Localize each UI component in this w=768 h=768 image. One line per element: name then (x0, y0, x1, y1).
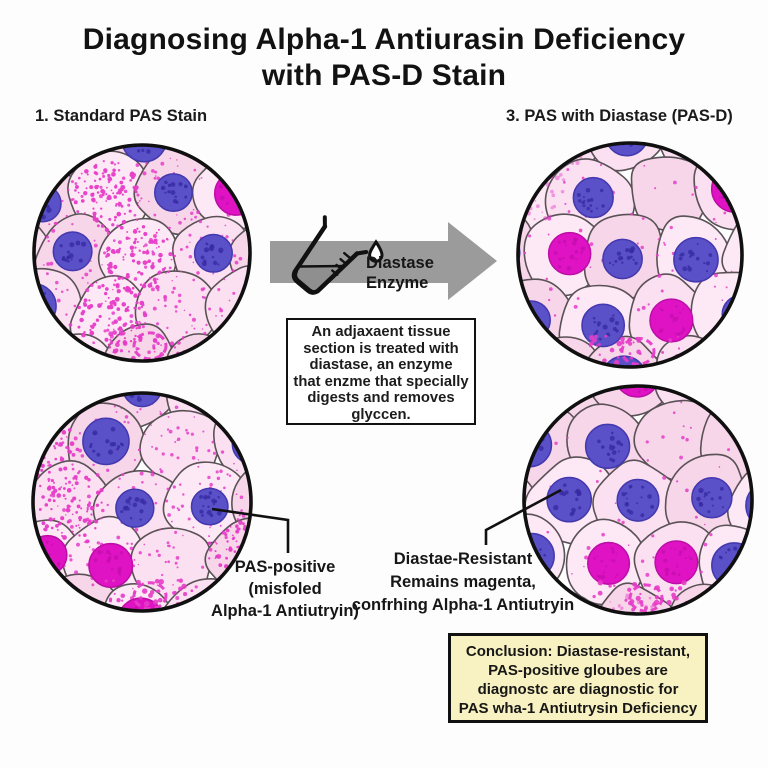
explanation-box: An adjaxaent tissue section is treated w… (286, 318, 476, 425)
micrograph-standard-pas-bottom (31, 391, 253, 613)
section-header-pas-d: 3. PAS with Diastase (PAS-D) (506, 107, 733, 125)
annotation-line: (misfoled (248, 580, 322, 598)
explanation-line: digests and removes (307, 390, 455, 407)
page-title-line2: with PAS-D Stain (261, 59, 507, 92)
annotation-diastase-resistant: Diastae-Resistant Remains magenta, confr… (347, 548, 579, 617)
micrograph-pasd-top (516, 141, 744, 369)
annotation-pas-positive: PAS-positive (misfoled Alpha-1 Antiutryi… (192, 556, 378, 622)
annotation-line: Diastae-Resistant (393, 550, 533, 568)
explanation-line: An adjaxaent tissue (311, 324, 451, 340)
section-header-standard-pas: 1. Standard PAS Stain (35, 107, 208, 125)
beaker-icon (291, 215, 369, 295)
micrograph-pasd-bottom (522, 384, 754, 616)
micrograph-standard-pas-top (32, 143, 252, 363)
conclusion-line: PAS wha-1 Antiutrysin Deficiency (458, 700, 698, 717)
annotation-line: Alpha-1 Antiutryin) (211, 602, 359, 620)
annotation-line: PAS-positive (234, 558, 336, 576)
conclusion-line: diagnostc are diagnostic for (477, 681, 679, 698)
explanation-line: section is treated with (303, 340, 459, 357)
explanation-line: glyccen. (351, 406, 411, 423)
annotation-line: confrhing Alpha-1 Antiutryin (351, 596, 575, 614)
conclusion-box: Conclusion: Diastase-resistant, PAS-posi… (448, 633, 708, 723)
arrow-label-line2: Enzyme (366, 274, 429, 292)
page-title: Diagnosing Alpha-1 Antiurasin Deficiency… (0, 22, 768, 94)
arrow-label: Diastase Enzyme (366, 253, 434, 293)
explanation-line: diastase, an enzyme (309, 357, 453, 374)
explanation-line: that enzme that specially (293, 373, 469, 390)
arrow-label-line1: Diastase (366, 254, 434, 272)
conclusion-line: PAS-positive gloubes are (488, 662, 668, 679)
page-title-line1: Diagnosing Alpha-1 Antiurasin Deficiency (82, 23, 686, 56)
annotation-line: Remains magenta, (390, 573, 536, 591)
conclusion-line: Conclusion: Diastase-resistant, (465, 643, 691, 660)
